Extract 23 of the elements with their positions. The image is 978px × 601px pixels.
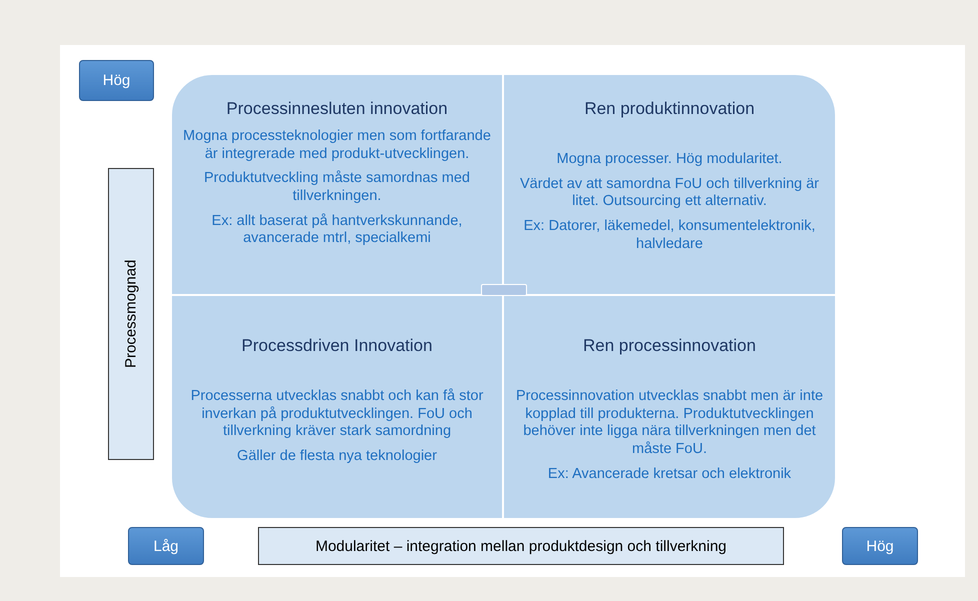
quadrant-title: Processdriven Innovation [242, 336, 432, 356]
quadrant-text: Processerna utvecklas snabbt och kan få stor inverkan på produktutvecklingen. FoU och tillverkning kräver stark samordning [190, 388, 484, 442]
quadrant-title: Ren produktinnovation [584, 99, 755, 119]
axis-label: Processmognad [108, 168, 154, 460]
axis-label: Modularitet – integration mellan produktdesign och tillverkning [258, 527, 784, 565]
quadrant-text: Produktutveckling måste samordnas med tillverkningen. [203, 170, 471, 206]
quadrant-text: Gäller de flesta nya teknologier [237, 448, 437, 466]
quadrant-text: Mogna processteknologier men som fortfarande är integrerade med produkt-utvecklingen. [182, 128, 492, 164]
quadrant-text: Värdet av att samordna FoU och tillverkning är litet. Outsourcing ett alternativ. [519, 176, 820, 212]
scale-label: Hög [79, 60, 154, 101]
quadrant-panel [504, 296, 835, 518]
quadrant-panel [504, 75, 835, 294]
quadrant-title: Ren processinnovation [583, 336, 756, 356]
quadrant-text: Processinnovation utvecklas snabbt men är inte kopplad till produkterna. Produktutvecklingen behöver inte ligga nära tillverkningen men det måste FoU. [514, 388, 824, 459]
quadrant-panel [172, 296, 502, 518]
quadrant-text: Ex: Datorer, läkemedel, konsumentelektronik, halvledare [522, 218, 816, 254]
scale-label: Låg [128, 527, 204, 565]
quadrant-panel [172, 75, 502, 294]
quadrant-text: Ex: allt baserat på hantverkskunnande, avancerade mtrl, specialkemi [210, 212, 464, 248]
quadrant-text: Mogna processer. Hög modularitet. [556, 151, 782, 169]
quadrant-text: Ex: Avancerade kretsar och elektronik [548, 466, 792, 484]
scale-label: Hög [842, 527, 918, 565]
quadrant-title: Processinnesluten innovation [226, 99, 448, 119]
